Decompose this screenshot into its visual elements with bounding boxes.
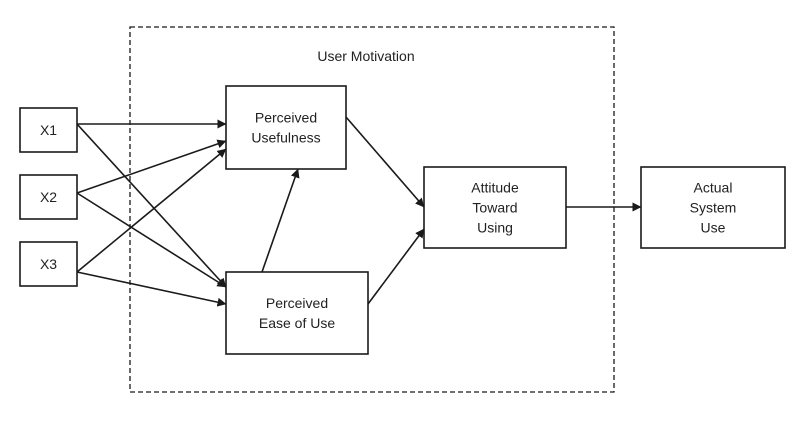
node-use-label-line-3: Use — [701, 220, 726, 236]
node-use-label-line-1: Actual — [694, 180, 733, 196]
edge-x3-to-peou — [76, 271, 227, 307]
node-x3-label-line-1: X3 — [40, 256, 57, 272]
edge-x2-to-peou — [76, 192, 227, 288]
edge-pu-to-att — [345, 116, 425, 208]
node-perceived-usefulness-box — [225, 85, 347, 170]
node-x3-box — [19, 241, 78, 287]
user-motivation-boundary — [129, 26, 615, 393]
edge-x1-to-peou — [76, 123, 227, 288]
edge-peou-to-pu — [261, 168, 300, 273]
node-actual-system-use-box — [640, 166, 786, 249]
node-peou-label-line-1: Perceived — [266, 295, 328, 311]
node-x1-label: X1 — [40, 122, 57, 138]
user-motivation-group: User Motivation — [129, 26, 615, 393]
node-x1-box — [19, 107, 78, 153]
node-peou-label-line-2: Ease of Use — [259, 315, 335, 331]
node-att-label-line-1: Attitude — [471, 180, 519, 196]
node-x3: X3 — [19, 241, 78, 287]
node-x3-label: X3 — [40, 256, 57, 272]
edge-x3-to-pu — [76, 148, 227, 273]
node-perceived-ease-of-use-box — [225, 271, 369, 355]
node-x2: X2 — [19, 174, 78, 220]
node-pu-label-line-2: Usefulness — [251, 130, 320, 146]
user-motivation-label: User Motivation — [317, 48, 414, 64]
node-attitude-toward-using-box — [423, 166, 567, 249]
node-pu-label-line-1: Perceived — [255, 110, 317, 126]
node-use-label-line-2: System — [690, 200, 737, 216]
node-att-label-line-3: Using — [477, 220, 513, 236]
node-x1: X1 — [19, 107, 78, 153]
node-att-label-line-2: Toward — [472, 200, 517, 216]
node-x2-box — [19, 174, 78, 220]
edge-peou-to-att — [367, 228, 425, 305]
edges — [76, 116, 642, 307]
node-x1-label-line-1: X1 — [40, 122, 57, 138]
edge-x2-to-pu — [76, 139, 227, 194]
node-x2-label: X2 — [40, 189, 57, 205]
node-x2-label-line-1: X2 — [40, 189, 57, 205]
